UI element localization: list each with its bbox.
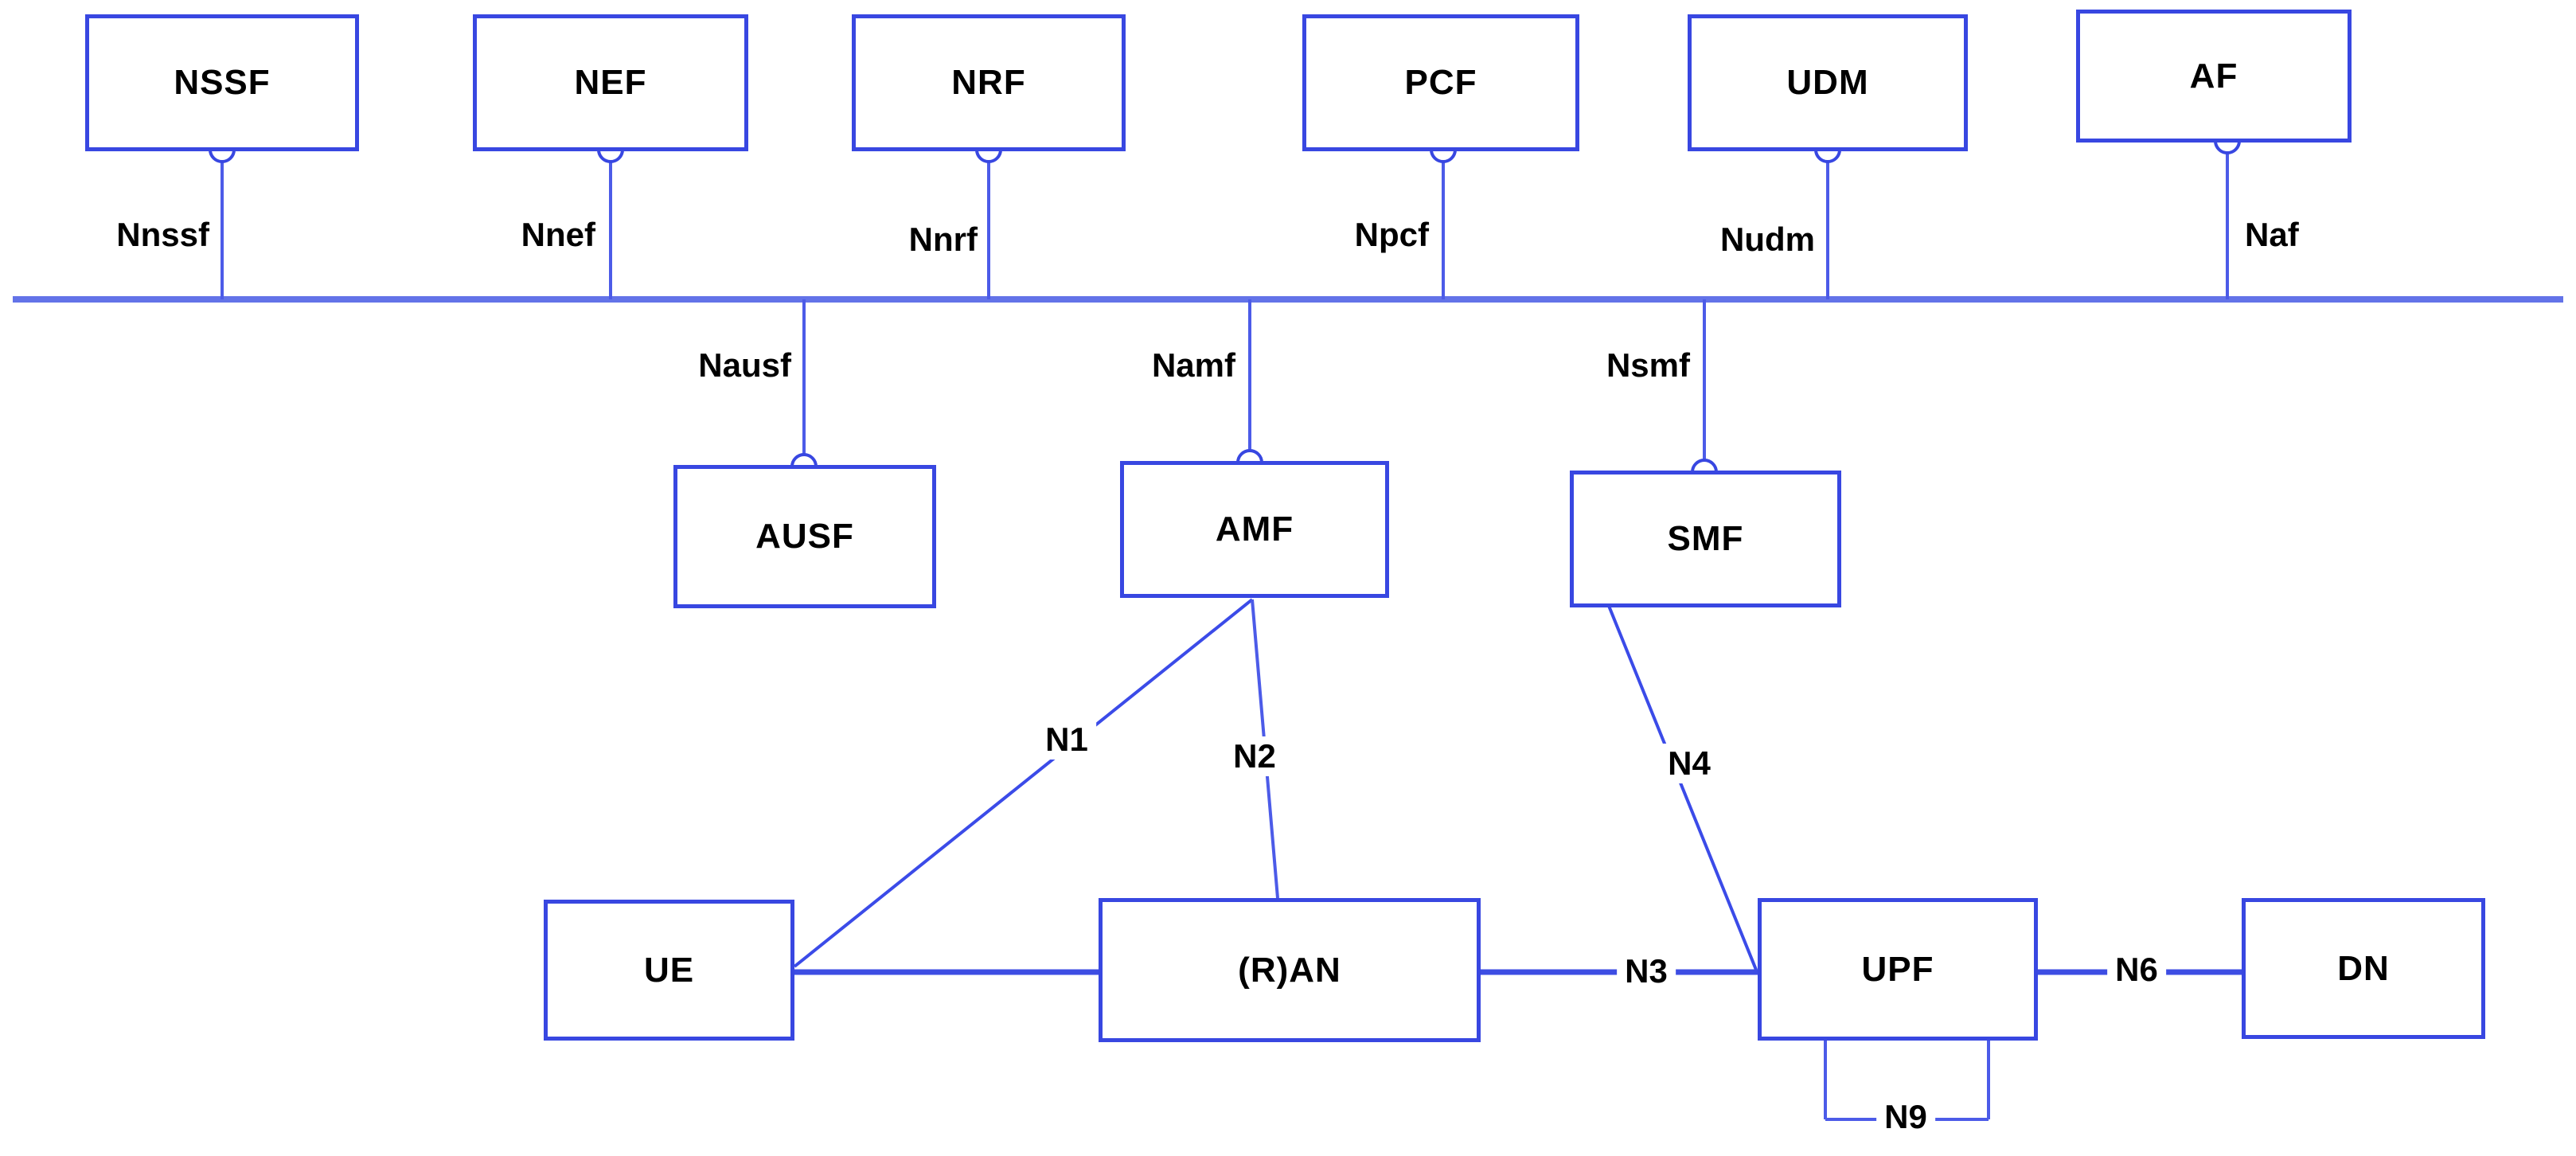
node-ue-box: UE (544, 900, 794, 1041)
interface-label-nnssf: Nnssf (116, 216, 209, 253)
n4-line (1607, 605, 1758, 970)
node-nef-label: NEF (574, 63, 647, 102)
node-smf-box: SMF (1570, 471, 1841, 607)
node-af-box: AF (2076, 10, 2352, 143)
interface-label-npcf: Npcf (1354, 216, 1429, 253)
interface-label-nudm: Nudm (1720, 221, 1815, 258)
node-dn-label: DN (2337, 948, 2390, 988)
interface-label-nausf: Nausf (698, 346, 791, 384)
interface-label-nsmf: Nsmf (1606, 346, 1690, 384)
node-amf-label: AMF (1215, 510, 1294, 549)
node-smf-label: SMF (1667, 519, 1744, 558)
node-pcf-box: PCF (1302, 14, 1579, 151)
node-nrf-box: NRF (852, 14, 1126, 151)
node-af-label: AF (2189, 56, 2238, 96)
node-ausf-label: AUSF (755, 517, 854, 556)
reference-label-n6: N6 (2107, 950, 2166, 990)
node-ue-label: UE (643, 950, 695, 990)
reference-label-n4: N4 (1660, 744, 1719, 783)
node-dn-box: DN (2242, 898, 2485, 1039)
node-upf-label: UPF (1861, 949, 1934, 989)
reference-label-n2: N2 (1225, 736, 1284, 776)
node-ran-box: (R)AN (1099, 898, 1481, 1042)
node-nssf-label: NSSF (174, 63, 271, 102)
node-udm-box: UDM (1688, 14, 1968, 151)
node-nssf-box: NSSF (85, 14, 359, 151)
node-nrf-label: NRF (951, 63, 1026, 102)
reference-label-n9: N9 (1876, 1097, 1935, 1137)
n1-line (793, 598, 1254, 968)
interface-label-nnef: Nnef (521, 216, 595, 253)
interface-label-nnrf: Nnrf (908, 221, 978, 258)
node-udm-label: UDM (1786, 63, 1869, 102)
node-amf-box: AMF (1120, 461, 1389, 598)
reference-label-n1: N1 (1037, 720, 1096, 760)
interface-label-namf: Namf (1151, 346, 1235, 384)
node-ausf-box: AUSF (673, 465, 936, 608)
reference-label-n3: N3 (1617, 951, 1676, 991)
node-nef-box: NEF (473, 14, 748, 151)
node-ran-label: (R)AN (1238, 950, 1341, 990)
node-upf-box: UPF (1758, 898, 2038, 1041)
interface-label-naf: Naf (2245, 216, 2299, 253)
node-pcf-label: PCF (1404, 63, 1477, 102)
